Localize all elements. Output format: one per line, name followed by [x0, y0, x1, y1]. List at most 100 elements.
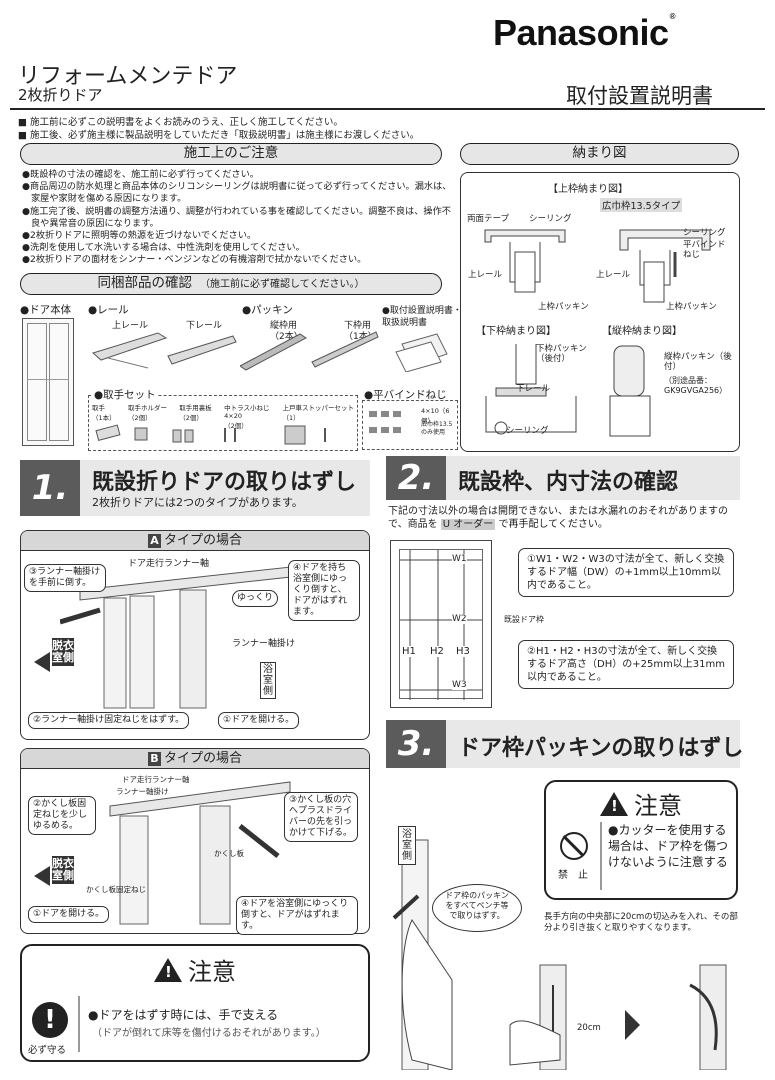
left-arrow-icon [34, 652, 50, 672]
rails-illustration [91, 332, 237, 369]
step1-subtitle: 2枚折りドアには2つのタイプがあります。 [92, 496, 303, 509]
fit-vertical-title: 【縦枠納まり図】 [602, 326, 682, 337]
step3-number: 3. [386, 720, 446, 768]
fit-upper-packing-2: 上枠パッキン [666, 302, 717, 312]
handle-set-box [88, 395, 358, 451]
product-name: リフォームメンテドア [18, 64, 238, 89]
left-arrow-icon [34, 866, 50, 886]
step2-header [446, 456, 740, 500]
parts-door-label: ●ドア本体 [20, 304, 72, 316]
lower-rail-label: 下レール [186, 321, 223, 331]
fit-wide-tag: 広巾枠13.5タイプ [600, 198, 683, 212]
step2-title: 既設枠、内寸法の確認 [458, 470, 679, 495]
step2-note1: ①W1・W2・W3の寸法が全て、新しく交換するドア幅（DW）の+1mm以上10m… [518, 548, 734, 597]
fit-screw-label: 平バインドねじ [683, 240, 726, 260]
handle-parts-illustration [95, 424, 326, 445]
handle-item: 取手ホルダー（2個） [127, 404, 167, 422]
step3-header [446, 720, 740, 768]
fit-upper-rail-2: 上レール [596, 270, 631, 280]
cautions-title: 施工上のご注意 [20, 143, 442, 165]
packing-vertical-label: 縦枠用 [270, 321, 298, 331]
caution-item: ●2枚折りドアに照明等の熱源を近づけないでください。 [22, 230, 257, 242]
handle-set-label: ●取手セット [92, 387, 158, 402]
frame-dimension-lines [400, 550, 482, 700]
handle-item: 取手用裏板（2個） [179, 404, 212, 422]
lower-fit-illustration [485, 344, 577, 435]
warning1-subtext: （ドアが倒れて床等を傷付けるおそれがあります。） [92, 1028, 326, 1039]
screw-label: ●平バインドねじ [364, 389, 447, 401]
handle-item: 取手（1本） [92, 404, 116, 422]
typeB-runner-axle: ドア走行ランナー軸 [122, 775, 190, 784]
dim-h1: H1 [402, 646, 416, 657]
prohibit-icon [560, 832, 588, 860]
caution-item: ●2枚折りドアの面材をシンナー・ベンジンなどの有機溶剤で拭かないでください。 [22, 254, 367, 266]
step3-bubble: ドア枠のパッキンをすべてペンチ等で取りはずす。 [432, 884, 522, 932]
step2-note2: ②H1・H2・H3の寸法が全て、新しく交換するドア高さ（DH）の+25mm以上3… [518, 640, 734, 689]
step2-number: 2. [386, 456, 446, 500]
handle-item: 中トラス小ねじ 4×20（2個） [224, 404, 270, 430]
dim-h3: H3 [456, 646, 470, 657]
typeB-dressing-side: 脱衣室側 [52, 856, 74, 884]
dimension-20cm: 20cm [577, 1023, 601, 1033]
handle-items: 取手（1本） 取手ホルダー（2個） 取手用裏板（2個） 中トラス小ねじ 4×20… [92, 402, 354, 430]
warning1-text: ●ドアをはずす時には、手で支える [88, 1008, 279, 1022]
u-order-badge: U オーダー [440, 519, 496, 530]
fit-upper-title: 【上枠納まり図】 [548, 184, 628, 195]
typeB-step4: ④ドアを浴室側にゆっくり倒すと、ドアがはずれます。 [236, 896, 358, 935]
fit-double-tape: 両面テープ [467, 214, 509, 224]
fit-lower-packing: 下枠パッキン（後付） [536, 344, 587, 364]
step3-bath-side: 浴室側 [398, 826, 416, 865]
product-subtitle: 2枚折りドア [18, 86, 103, 104]
manual-illustration [395, 333, 448, 372]
door-illustration [22, 318, 74, 446]
dim-w2: W2 [452, 614, 467, 624]
fit-lower-title: 【下枠納まり図】 [476, 326, 556, 337]
packing-lower-qty: （1本） [344, 332, 377, 342]
packing-illustration [240, 331, 379, 371]
fit-vertical-packing: 縦枠パッキン（後付） [664, 352, 732, 372]
existing-frame-label: 既設ドア枠 [504, 615, 544, 624]
screw-icon [369, 411, 401, 433]
typeA-bath-side: 浴室側 [260, 662, 276, 699]
step3-caution-title: 注意 [544, 786, 738, 821]
fit-sealing: シーリング [529, 214, 572, 224]
notice-2: 施工後、必ず施主様に製品説明をしていただき「取扱説明書」は施主様にお渡しください… [18, 127, 419, 141]
typeA-step3: ③ランナー軸掛けを手前に倒す。 [24, 564, 106, 592]
warning1-title: 注意 [20, 952, 370, 987]
typeA-runner-axle: ドア走行ランナー軸 [128, 559, 210, 569]
typeB-plate-screw: かくし板固定ねじ [86, 885, 146, 894]
step1-number: 1. [20, 460, 80, 516]
parts-packing-label: ●パッキン [242, 304, 293, 316]
caution-item: ●洗剤を使用して水洗いする場合は、中性洗剤を使用してください。 [22, 242, 305, 254]
fit-sealing-2: シーリング [683, 228, 726, 238]
cautions-list: ●既設枠の寸法の確認を、施工前に必ず行ってください。 ●商品周辺の防水処理と商品… [22, 169, 452, 267]
upper-rail-label: 上レール [112, 321, 149, 331]
warning-icon [154, 958, 182, 982]
dim-h2: H2 [430, 646, 444, 657]
dim-w3: W3 [452, 680, 467, 690]
dim-w1: W1 [452, 554, 467, 564]
fit-sealing-3: シーリング [506, 426, 549, 436]
step3-caution-box [544, 780, 738, 900]
step1-title: 既設折りドアの取りはずし [92, 470, 357, 495]
typeA-hook: ランナー軸掛け [232, 639, 296, 649]
frame-diagram [390, 540, 492, 708]
warning1-icon-label: 必ず守る [28, 1045, 67, 1056]
typeB-step1: ①ドアを開ける。 [28, 906, 110, 923]
brand-logo: Panasonic® [493, 12, 676, 53]
typeA-illustration [60, 565, 301, 709]
packing-vertical-qty: （2本） [270, 332, 303, 342]
prohibit-label: 禁 止 [558, 870, 588, 881]
typeA-step2: ②ランナー軸掛け固定ねじをはずす。 [28, 712, 190, 729]
document-type: 取付設置説明書 [566, 84, 713, 108]
step1-header [80, 460, 370, 516]
warning-icon [600, 792, 628, 816]
screw-box: 4×10（6個） 広巾枠13.5のみ使用 [362, 400, 458, 450]
parts-rail-label: ●レール [88, 304, 129, 316]
typeB-illustration [109, 781, 291, 925]
step3-title: ドア枠パッキンの取りはずし [458, 736, 744, 761]
parts-manual-label: ●取付設置説明書・取扱説明書 [382, 306, 462, 328]
typeA-dressing-side: 脱衣室側 [52, 638, 74, 666]
caution-item: ●施工完了後、説明書の調整方法通り、調整が行われている事を確認してください。調整… [22, 205, 451, 229]
